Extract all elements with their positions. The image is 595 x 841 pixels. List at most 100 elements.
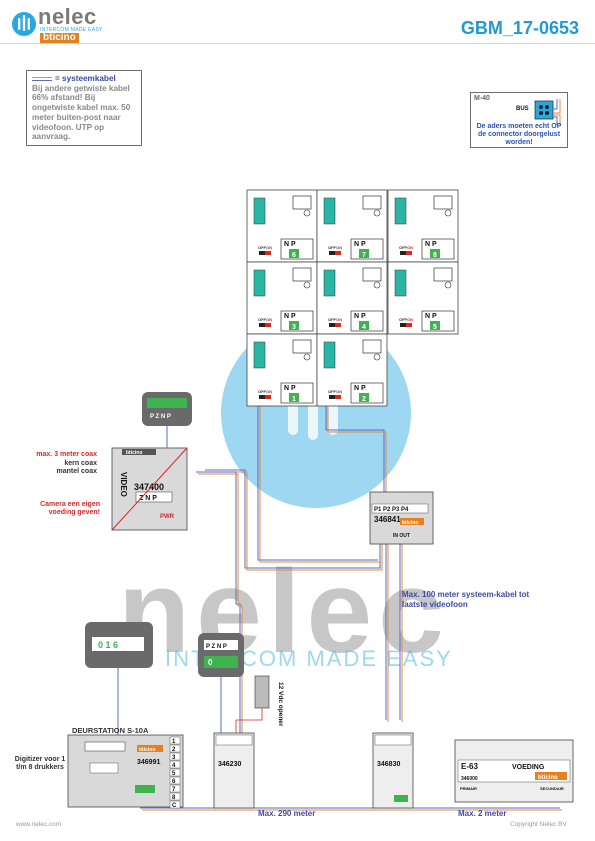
door-terminal-label: 4 <box>172 763 176 769</box>
module-346830-code: 346830 <box>377 761 400 768</box>
system-cable-note: = systeemkabel Bij andere getwiste kabel… <box>26 70 142 146</box>
camera-not-used-cross <box>111 447 188 531</box>
monitor-terminal-block <box>323 269 336 297</box>
monitor-on-tag: ON <box>407 317 413 322</box>
connector-bus-label: BUS <box>516 106 529 112</box>
door-station-bus-terminal <box>135 785 155 793</box>
module-346830: 346830 <box>372 732 414 809</box>
header-divider <box>0 43 595 44</box>
door-terminal-label: C <box>172 803 177 809</box>
monitor-np-label: N P <box>284 313 296 320</box>
monitor-on-tag: ON <box>336 317 342 322</box>
module-346230-zoom-green <box>204 656 238 668</box>
camera-znp-label: Z N P <box>139 495 157 502</box>
monitor-on-tag: ON <box>266 245 272 250</box>
cable-monitor-column-a <box>257 340 378 561</box>
door-opener-label: 12 Vdc opener <box>277 682 284 727</box>
door-station-title: DEURSTATION S-10A <box>72 726 149 735</box>
door-terminal <box>169 744 181 753</box>
distributor-in-out: IN OUT <box>393 533 410 539</box>
max-100-note: Max. 100 meter systeem-kabel tot laatste… <box>402 590 530 609</box>
kern-coax-label: kern coax <box>64 460 97 467</box>
monitor-off-tag: OFF <box>399 317 408 322</box>
max-2-note: Max. 2 meter <box>458 809 507 818</box>
monitor-switch-on <box>265 251 271 255</box>
coax-note: max. 3 meter coax <box>36 451 97 458</box>
footer-copyright: Copyright Nelec BV <box>510 821 567 828</box>
monitor-number: 3 <box>292 324 296 331</box>
module-346830-terminals <box>374 734 412 746</box>
monitor-number: 8 <box>433 252 437 259</box>
monitor-screen <box>362 339 382 354</box>
module-346230-terminals <box>215 734 253 746</box>
monitor-screen <box>292 195 312 210</box>
distributor-brand-strip <box>400 518 424 525</box>
module-346830-body <box>372 732 414 809</box>
monitor-np-label: N P <box>425 313 437 320</box>
monitor-on-tag: ON <box>407 245 413 250</box>
monitor-switch-on <box>335 251 341 255</box>
door-terminal-label: 3 <box>172 755 176 761</box>
monitor-terminal-block <box>394 269 407 297</box>
monitor-terminal-block <box>323 341 336 369</box>
monitor-off-tag: OFF <box>328 317 337 322</box>
camera-pwr-label: PWR <box>160 514 175 520</box>
monitor-off-tag: OFF <box>258 245 267 250</box>
distributor-code: 346841 <box>374 515 401 524</box>
door-terminal <box>169 752 181 761</box>
door-terminal-label: 7 <box>172 787 176 793</box>
distributor-port-strip <box>371 503 429 514</box>
module-346830-led <box>394 795 408 802</box>
monitor-button-icon <box>373 209 381 217</box>
monitor-number-badge <box>289 393 299 402</box>
door-station-top-connector <box>84 741 126 752</box>
monitor-switch-on <box>265 395 271 399</box>
power-supply-secundair: SECUNDAIR <box>540 786 564 791</box>
monitor-number: 1 <box>292 396 296 403</box>
camera-znp-block <box>135 491 173 503</box>
connector-title: M-40 <box>474 95 490 102</box>
nelec-logo-icon <box>12 12 36 36</box>
door-station-brand: bticino <box>139 747 155 753</box>
power-supply-code: 346000 <box>461 776 478 782</box>
digitizer-note: Digitizer voor 1 t/m 8 drukkers <box>14 756 66 771</box>
door-terminal <box>169 792 181 801</box>
monitor-number-badge <box>359 249 369 258</box>
monitor-switch-on <box>406 251 412 255</box>
door-opener-body <box>254 675 270 709</box>
power-supply-title: VOEDING <box>512 764 545 771</box>
connector-box: M-40 BUS De aders moeten echt OP de conn… <box>470 92 568 148</box>
door-terminal-label: 5 <box>172 771 176 777</box>
bus-connector-icon <box>534 99 561 125</box>
cable-camera-to-distributor <box>205 469 381 569</box>
camera-video-label: VIDEO <box>119 472 128 497</box>
monitor-terminal-block <box>253 197 266 225</box>
monitor-terminal-block <box>253 341 266 369</box>
legend-label: = systeemkabel <box>55 74 116 83</box>
monitor-np-label: N P <box>284 241 296 248</box>
camera-code: 347400 <box>134 482 164 492</box>
note-text: Bij andere getwiste kabel 66% afstand! B… <box>32 83 131 142</box>
monitor-off-tag: OFF <box>258 317 267 322</box>
monitor-switch-on <box>335 395 341 399</box>
monitor-number-badge <box>289 321 299 330</box>
monitor-screen <box>362 267 382 282</box>
footer-website: www.nelec.com <box>16 821 62 828</box>
max-290-note: Max. 290 meter <box>258 809 316 818</box>
camera-brand: bticino <box>126 450 142 456</box>
camera-zoom-green <box>147 398 187 408</box>
monitor-button-icon <box>303 353 311 361</box>
monitor-np-label: N P <box>354 385 366 392</box>
door-terminal <box>169 784 181 793</box>
watermark-text: nelec <box>118 546 450 678</box>
logo-brand: bticino <box>40 33 79 43</box>
door-terminal <box>169 800 181 809</box>
monitor-screen <box>292 267 312 282</box>
monitor-screen <box>362 195 382 210</box>
monitor-switch-on <box>406 323 412 327</box>
